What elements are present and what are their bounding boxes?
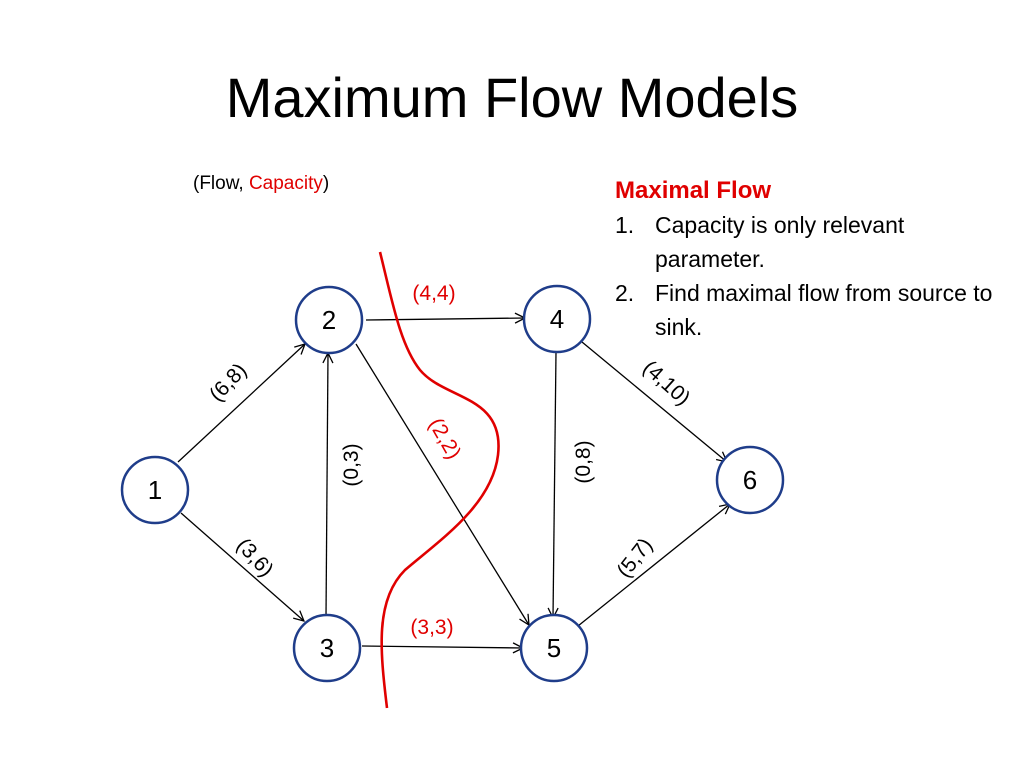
node-6-label: 6 (743, 465, 757, 495)
node-4: 4 (522, 284, 592, 354)
node-4-label: 4 (550, 304, 564, 334)
notes-item-text: Find maximal flow from source to sink. (655, 280, 993, 340)
edge-3-2 (326, 353, 328, 618)
maximal-flow-notes: Maximal Flow 1. Capacity is only relevan… (615, 174, 995, 344)
node-4-circle (522, 284, 592, 354)
edge-1-2 (177, 344, 305, 463)
edge-5-6 (577, 504, 730, 627)
slide-title: Maximum Flow Models (225, 66, 799, 129)
node-2-label: 2 (322, 305, 336, 335)
node-2: 2 (294, 285, 364, 355)
node-1: 1 (120, 455, 190, 525)
node-3-label: 3 (320, 633, 334, 663)
notes-item-text: Capacity is only relevant parameter. (655, 212, 905, 272)
node-2-circle (294, 285, 364, 355)
flow-capacity-legend: (Flow, Capacity) (193, 171, 329, 197)
notes-heading: Maximal Flow (615, 177, 772, 204)
edge-label-1-2: (6,8) (205, 359, 251, 406)
node-5-label: 5 (547, 633, 561, 663)
edge-label-3-2: (0,3) (340, 443, 363, 486)
notes-item-number: 1. (615, 212, 635, 238)
node-6: 6 (715, 445, 785, 515)
edge-label-5-6: (5,7) (613, 534, 658, 582)
node-1-label: 1 (148, 475, 162, 505)
edge-1-3 (180, 512, 304, 621)
edge-2-4 (365, 318, 525, 320)
node-6-circle (715, 445, 785, 515)
notes-item-2: 2. Find maximal flow from source to sink… (615, 276, 995, 344)
node-5: 5 (519, 613, 589, 683)
node-3: 3 (292, 613, 362, 683)
edge-label-4-6: (4,10) (638, 356, 694, 410)
edge-label-4-5: (0,8) (572, 440, 595, 483)
node-5-circle (519, 613, 589, 683)
edge-3-5 (361, 646, 523, 648)
edge-4-5 (553, 351, 556, 618)
edge-4-6 (581, 341, 727, 462)
min-cut-line (378, 251, 500, 709)
legend-capacity: Capacity (248, 173, 323, 194)
notes-item-1: 1. Capacity is only relevant parameter. (615, 208, 995, 276)
notes-list: 1. Capacity is only relevant parameter. … (615, 208, 995, 344)
edge-label-1-3: (3,6) (232, 534, 278, 581)
node-3-circle (292, 613, 362, 683)
edge-2-5 (355, 343, 529, 625)
edge-label-2-5: (2,2) (424, 414, 466, 463)
legend-suffix: ) (322, 173, 330, 194)
legend-prefix: (Flow, (193, 173, 249, 194)
notes-item-number: 2. (615, 280, 635, 306)
edge-label-2-4: (4,4) (412, 282, 455, 305)
edge-label-3-5: (3,3) (410, 616, 453, 639)
node-1-circle (120, 455, 190, 525)
